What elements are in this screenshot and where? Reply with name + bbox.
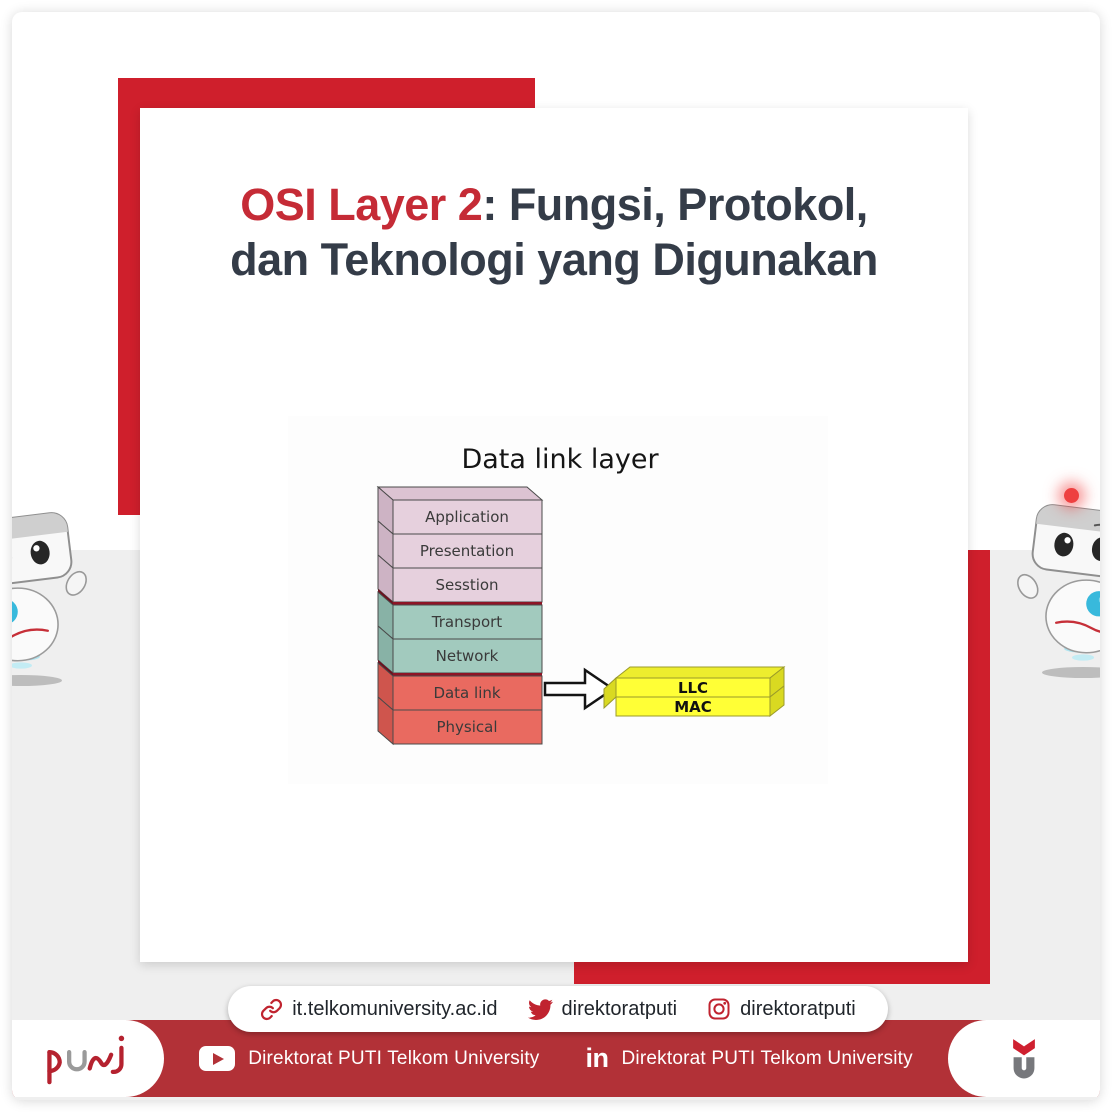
- puti-logo-pill: [12, 1020, 164, 1097]
- layer-presentation: [392, 533, 543, 569]
- instagram-handle: direktoratputi: [740, 997, 856, 1020]
- osi-diagram: Data link layer: [288, 416, 828, 784]
- layer-network: [392, 638, 543, 674]
- layer-label: Application: [425, 508, 509, 526]
- robot-head: [12, 512, 73, 587]
- arrow-icon: [543, 667, 616, 711]
- puti-logo: [47, 1035, 125, 1084]
- website-label: it.telkomuniversity.ac.id: [292, 997, 498, 1020]
- robot-eye: [1091, 537, 1100, 562]
- layer-label: Physical: [436, 718, 497, 736]
- twitter-item: direktoratputi: [527, 997, 678, 1022]
- robot-hand: [65, 570, 87, 596]
- layer-label: Sesstion: [435, 576, 498, 594]
- twitter-icon: [527, 998, 553, 1020]
- diagram-title: Data link layer: [461, 444, 659, 475]
- linkedin-icon: in: [585, 1043, 610, 1073]
- youtube-icon: [199, 1046, 236, 1071]
- hover-line-icon: [12, 662, 32, 669]
- callout-mac: [615, 696, 771, 717]
- instagram-icon: [708, 998, 730, 1020]
- instagram-item: direktoratputi: [707, 997, 856, 1021]
- title-rest: : Fungsi, Protokol,: [482, 179, 868, 230]
- robot-shadow: [12, 674, 62, 686]
- layer-label: Presentation: [420, 542, 514, 560]
- contact-pill: it.telkomuniversity.ac.id direktoratputi…: [228, 986, 888, 1032]
- linkedin-label: Direktorat PUTI Telkom University: [621, 1047, 913, 1069]
- callout-label: MAC: [674, 698, 712, 716]
- layer-separator: [393, 602, 542, 605]
- layer-physical: [392, 709, 543, 745]
- layer-transport: [392, 604, 543, 640]
- poster-card: OSI Layer 2: Fungsi, Protokol, dan Tekno…: [12, 12, 1100, 1100]
- youtube-item: Direktorat PUTI Telkom University: [199, 1046, 539, 1071]
- link-icon: [261, 998, 283, 1020]
- title-highlight: OSI Layer 2: [240, 179, 483, 230]
- layer-application: [392, 499, 543, 535]
- youtube-label: Direktorat PUTI Telkom University: [248, 1047, 540, 1069]
- robot-antenna-glow-icon: [1064, 488, 1079, 503]
- layer-label: Transport: [431, 613, 503, 631]
- slide-card: OSI Layer 2: Fungsi, Protokol, dan Tekno…: [140, 108, 968, 962]
- robot-chest-light: [1086, 591, 1100, 617]
- layer-separator: [393, 673, 542, 676]
- layer-datalink: [392, 675, 543, 711]
- page-title: OSI Layer 2: Fungsi, Protokol, dan Tekno…: [140, 178, 968, 288]
- layer-session: [392, 567, 543, 603]
- telkom-logo-pill: [948, 1020, 1100, 1097]
- robot-chest-light: [12, 601, 18, 623]
- linkedin-item: in Direktorat PUTI Telkom University: [586, 1045, 913, 1072]
- website-item: it.telkomuniversity.ac.id: [260, 997, 498, 1021]
- bottom-bar: Direktorat PUTI Telkom University in Dir…: [12, 1020, 1100, 1097]
- title-line2: dan Teknologi yang Digunakan: [230, 233, 878, 285]
- layer-label: Data link: [433, 684, 500, 702]
- twitter-handle: direktoratputi: [561, 997, 678, 1020]
- robot-mascot-right: [1017, 504, 1100, 678]
- telkom-university-logo: [1013, 1038, 1035, 1078]
- layer-label: Network: [436, 647, 499, 665]
- robot-mascot-left: [12, 512, 87, 686]
- robot-hand: [1017, 573, 1039, 599]
- callout-label: LLC: [678, 679, 708, 697]
